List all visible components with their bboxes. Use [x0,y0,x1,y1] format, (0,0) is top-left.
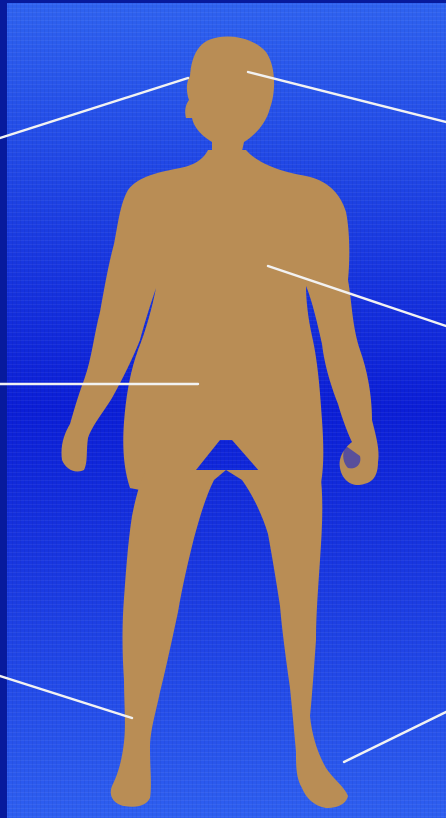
top-frame-border [0,0,446,3]
left-frame-border [0,0,7,818]
